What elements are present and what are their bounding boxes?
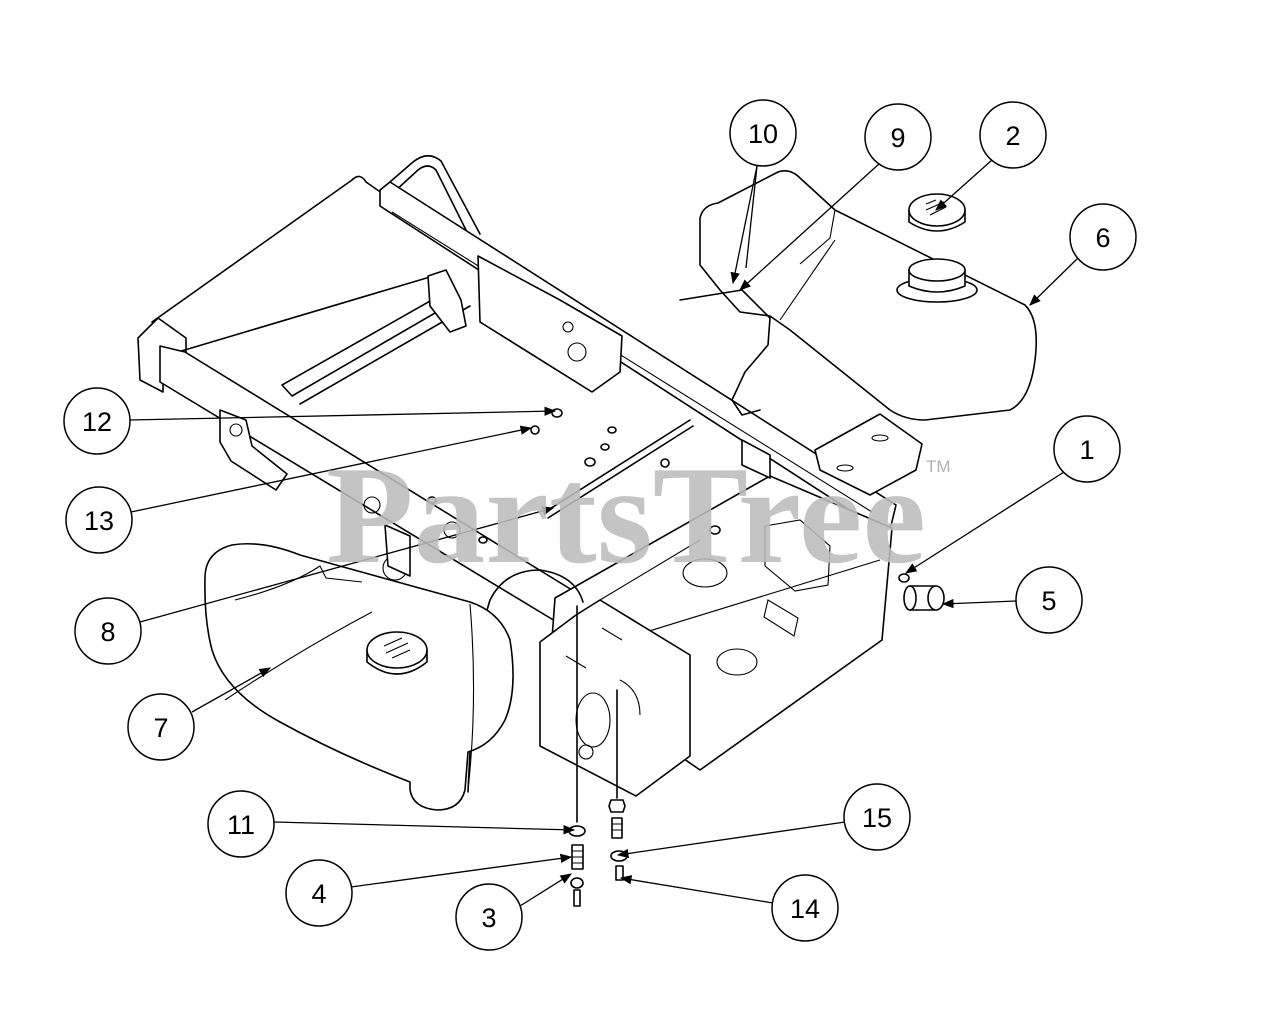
callout-circle: [74, 597, 142, 665]
mower-frame: [137, 154, 923, 797]
callout-circle: [1015, 566, 1083, 634]
callout-circle: [127, 693, 195, 761]
callout-number: 7: [153, 713, 168, 743]
callout-circle: [771, 874, 839, 942]
callout-5: 5: [941, 566, 1083, 634]
callout-number: 15: [862, 803, 892, 833]
cross-tube-upper: [281, 291, 455, 397]
callout-number: 2: [1005, 121, 1020, 151]
leader-line: [350, 853, 573, 888]
center-bracket: [477, 255, 623, 393]
callout-14: 14: [619, 874, 839, 942]
left-fuel-tank: [204, 542, 514, 811]
leader-line: [1029, 257, 1079, 306]
leader-line: [905, 471, 1065, 574]
callout-15: 15: [616, 783, 911, 859]
leader-line: [935, 159, 993, 211]
callout-6: 6: [1029, 203, 1137, 306]
watermark: PartsTree TM: [326, 438, 951, 593]
callout-7: 7: [127, 667, 272, 761]
callout-10: 10: [729, 99, 797, 285]
fuel-cap-icon: [366, 631, 428, 675]
callout-circle: [455, 883, 523, 951]
callout-circle: [843, 783, 911, 851]
callout-circle: [864, 103, 932, 171]
callout-number: 1: [1079, 435, 1094, 465]
callout-number: 3: [481, 903, 496, 933]
callout-number: 6: [1095, 223, 1110, 253]
callout-1: 1: [905, 415, 1121, 574]
rear-right-plate: [814, 413, 923, 496]
callout-2: 2: [935, 101, 1047, 211]
left-lift-bracket: [219, 409, 288, 491]
callout-circle: [63, 387, 131, 455]
small-bracket: [741, 439, 771, 479]
callout-number: 13: [84, 506, 114, 536]
callout-circle: [285, 859, 353, 927]
watermark-brand: PartsTree: [326, 438, 926, 593]
callout-number: 8: [100, 617, 115, 647]
leader-line: [616, 821, 846, 859]
callout-circle: [979, 101, 1047, 169]
hoop-bracket: [382, 154, 481, 239]
callout-circle: [1053, 415, 1121, 483]
callout-number: 14: [790, 894, 820, 924]
leader-line: [130, 425, 533, 513]
callout-8: 8: [74, 506, 555, 665]
fuel-filter: [898, 573, 945, 611]
leader-line: [519, 873, 572, 907]
filler-neck: [896, 258, 978, 303]
leader-line: [129, 406, 557, 421]
callout-number: 4: [311, 879, 326, 909]
callout-12: 12: [63, 387, 557, 455]
callout-9: 9: [739, 103, 932, 291]
callout-number: 12: [82, 407, 112, 437]
callout-11: 11: [207, 790, 576, 858]
callout-13: 13: [65, 425, 533, 554]
callout-number: 5: [1041, 586, 1056, 616]
callout-circle: [207, 790, 275, 858]
leader-line: [139, 506, 555, 623]
callout-circle: [1069, 203, 1137, 271]
front-upper-tube: [151, 175, 441, 353]
leader-line: [191, 667, 272, 713]
leader-line: [730, 165, 758, 285]
callout-number: 9: [890, 123, 905, 153]
callout-circle: [729, 99, 797, 167]
control-rod: [544, 419, 694, 519]
leader-line: [745, 165, 758, 269]
watermark-trademark: TM: [926, 457, 951, 476]
fuel-cap-icon: [908, 193, 966, 232]
leader-line: [941, 598, 1017, 609]
leader-line: [739, 162, 881, 291]
lift-arm-upright: [427, 269, 467, 333]
callout-4: 4: [285, 853, 573, 927]
leader-line: [619, 875, 774, 904]
callout-number: 10: [748, 119, 778, 149]
callout-circle: [65, 486, 133, 554]
callout-number: 11: [227, 810, 255, 840]
tank-support-step: [679, 289, 771, 416]
callout-3: 3: [455, 873, 572, 951]
leader-line: [273, 821, 576, 835]
right-fuel-tank: [679, 170, 1038, 421]
